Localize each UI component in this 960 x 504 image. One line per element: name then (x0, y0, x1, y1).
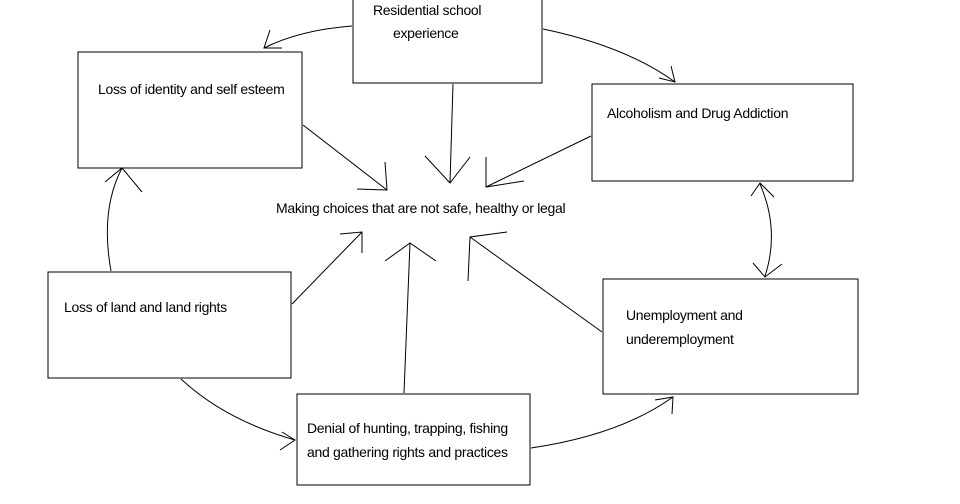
box-unemployment: Unemployment and underemployment (602, 278, 859, 395)
box-loss-of-land-label: Loss of land and land rights (64, 299, 227, 315)
box-alcoholism: Alcoholism and Drug Addiction (591, 83, 854, 182)
box-residential-school: Residential school experience (352, 0, 543, 84)
cycle-arrow-land-to-identity (104, 167, 143, 272)
box-denial-of-rights: Denial of hunting, trapping, fishing and… (296, 393, 531, 486)
cycle-arrow-alcohol-unemployment-bidirectional (750, 182, 783, 278)
arrow-alcohol-to-center (485, 135, 592, 188)
cycle-arrow-land-to-denial (180, 378, 296, 451)
arrow-unemployment-to-center (467, 231, 603, 333)
box-denial-of-rights-line-1: Denial of hunting, trapping, fishing (307, 420, 508, 436)
cycle-arrow-residential-to-alcohol (542, 28, 676, 83)
box-unemployment-line-1: Unemployment and (626, 307, 743, 323)
arrow-residential-to-center (424, 83, 471, 184)
box-residential-school-line-1: Residential school (373, 2, 481, 18)
cycle-arrow-denial-to-unemployment (530, 396, 674, 449)
box-loss-of-identity-label: Loss of identity and self esteem (98, 81, 285, 97)
box-unemployment-line-2: underemployment (626, 331, 734, 347)
arrow-land-to-center (291, 231, 363, 305)
center-outcome-label: Making choices that are not safe, health… (276, 200, 565, 216)
arrow-identity-to-center (302, 124, 388, 191)
box-loss-of-identity: Loss of identity and self esteem (77, 51, 303, 169)
arrow-denial-to-center (384, 242, 437, 394)
box-residential-school-line-2: experience (393, 25, 459, 41)
box-denial-of-rights-line-2: and gathering rights and practices (307, 444, 508, 460)
box-alcoholism-label: Alcoholism and Drug Addiction (607, 105, 788, 121)
cycle-arrow-residential-to-identity (263, 25, 353, 49)
box-loss-of-land: Loss of land and land rights (47, 271, 292, 379)
